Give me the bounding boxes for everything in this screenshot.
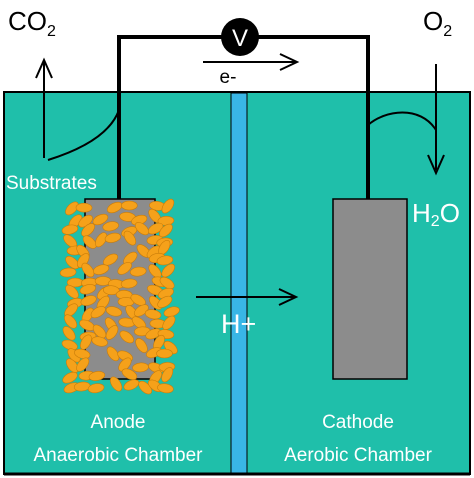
h2o-label: H2O <box>412 198 460 230</box>
proton-exchange-membrane <box>230 92 248 474</box>
bacterium-cell <box>65 201 79 216</box>
bacterium-cell <box>103 285 120 296</box>
bacterium-cell <box>76 357 90 372</box>
bacterium-cell <box>120 278 138 289</box>
bacterium-cell <box>147 222 164 235</box>
anode-label: Anode <box>91 412 146 433</box>
bacterium-cell <box>135 338 148 353</box>
bacterium-cell <box>161 198 175 214</box>
bacterium-cell <box>65 284 79 299</box>
bacterium-cell <box>65 358 79 373</box>
electron-arrowhead <box>279 53 300 71</box>
bacterium-cell <box>88 371 106 381</box>
co2-label: CO2 <box>8 6 56 40</box>
bacterium-cell <box>144 309 162 320</box>
bacterium-cell <box>62 371 78 384</box>
cathode-label: Cathode <box>322 412 394 433</box>
bacterium-cell <box>79 284 96 295</box>
bacterium-cell <box>76 253 90 268</box>
bacteria-biofilm <box>59 198 180 395</box>
bacterium-cell <box>121 368 138 380</box>
proton-label: H+ <box>221 309 256 339</box>
bacterium-cell <box>102 221 119 232</box>
bacterium-cell <box>117 262 132 275</box>
aerobic-chamber-label: Aerobic Chamber <box>284 445 433 466</box>
bacterium-cell <box>80 295 97 306</box>
bacterium-cell <box>62 326 76 341</box>
bacterium-cell <box>157 295 173 308</box>
bacterium-cell <box>130 294 146 306</box>
bacterium-cell <box>106 346 120 362</box>
bacterium-cell <box>133 304 149 317</box>
voltmeter-label: V <box>232 25 248 52</box>
bacterium-cell <box>162 315 176 330</box>
o2-consumption-curve <box>367 111 437 131</box>
bacterium-cell <box>156 255 174 266</box>
cathode-electrode <box>332 198 408 380</box>
bacterium-cell <box>129 266 147 277</box>
o2-label: O2 <box>423 6 452 40</box>
bacterium-cell <box>61 339 78 351</box>
bacterium-cell <box>123 230 137 246</box>
bacterium-cell <box>121 200 138 211</box>
co2-arrowhead <box>35 57 53 79</box>
bacterium-cell <box>81 262 95 278</box>
bacterium-cell <box>74 348 91 359</box>
bacterium-cell <box>90 306 106 319</box>
bacterium-cell <box>123 379 140 391</box>
bacterium-cell <box>92 324 107 339</box>
bacterium-cell <box>159 276 175 290</box>
bacterium-cell <box>105 325 119 340</box>
bacterium-cell <box>157 383 174 394</box>
bacterium-cell <box>61 224 79 235</box>
bacterium-cell <box>156 348 173 359</box>
bacterium-cell <box>103 253 118 266</box>
voltmeter <box>221 18 259 56</box>
bacterium-cell <box>109 376 123 392</box>
bacterium-cell <box>119 330 134 344</box>
bacterium-cell <box>92 213 109 226</box>
bacterium-cell <box>59 267 77 278</box>
bacterium-cell <box>118 357 132 372</box>
bacterium-cell <box>104 232 122 243</box>
substrates-label: Substrates <box>6 173 97 194</box>
bacterium-cell <box>134 222 150 236</box>
bacterium-cell <box>105 306 123 317</box>
bacterium-cell <box>161 367 174 383</box>
bacterium-cell <box>75 202 93 213</box>
bacterium-cell <box>91 336 108 347</box>
o2-arrowhead <box>427 154 445 176</box>
bacterium-cell <box>81 223 95 237</box>
bacterium-cell <box>65 255 80 270</box>
bacterium-cell <box>95 232 108 248</box>
bacterium-cell <box>87 383 105 394</box>
anaerobic-chamber-label: Anaerobic Chamber <box>34 445 204 466</box>
co2-release-curve <box>47 109 120 161</box>
bacterium-cell <box>64 314 78 329</box>
bacterium-cell <box>161 263 175 278</box>
bacterium-cell <box>82 235 97 249</box>
electron-label: e- <box>220 67 237 88</box>
bacterium-cell <box>93 264 110 275</box>
proton-arrowhead <box>278 288 299 306</box>
